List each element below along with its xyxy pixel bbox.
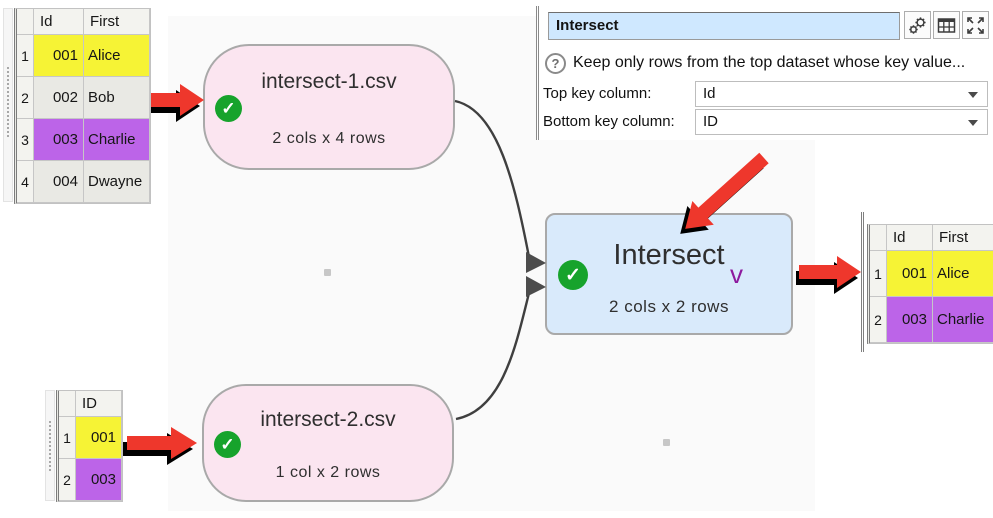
selected-value: Id [703, 85, 716, 102]
table-cell[interactable]: 001 [76, 417, 122, 459]
row-number[interactable]: 2 [59, 459, 76, 501]
column-header[interactable]: Id [34, 9, 84, 35]
table-corner-cell[interactable] [870, 225, 887, 251]
check-ok-icon: ✓ [214, 431, 241, 458]
row-number[interactable]: 4 [17, 161, 34, 203]
table-cell[interactable]: Charlie [933, 297, 993, 343]
help-icon[interactable]: ? [545, 53, 566, 74]
node-intersect-2-csv[interactable]: intersect-2.csv 1 col x 2 rows ✓ [202, 384, 454, 502]
table-cell[interactable]: 001 [34, 35, 84, 77]
left-scrollbar[interactable] [45, 390, 55, 501]
table-cell[interactable]: Bob [84, 77, 150, 119]
output-table-intersect: Id First 1 001 Alice 2 003 Charlie [867, 224, 993, 344]
node-size-label: 2 cols x 4 rows [272, 130, 386, 147]
show-table-button[interactable] [933, 11, 960, 39]
input-table-intersect-1: Id First 1 001 Alice 2 002 Bob 3 003 Cha… [14, 8, 151, 204]
row-number[interactable]: 3 [17, 119, 34, 161]
table-cell[interactable]: 002 [34, 77, 84, 119]
node-title: Intersect [613, 239, 725, 271]
table-cell[interactable]: Dwayne [84, 161, 150, 203]
expand-button[interactable] [962, 11, 989, 39]
bottom-key-column-label: Bottom key column: [543, 113, 675, 130]
gears-icon [909, 16, 926, 34]
check-ok-icon: ✓ [215, 95, 242, 122]
table-corner-cell[interactable] [59, 391, 76, 417]
node-title: intersect-1.csv [261, 70, 397, 93]
bottom-key-column-select[interactable]: ID [695, 109, 988, 135]
column-header[interactable]: First [933, 225, 993, 251]
check-ok-icon: ✓ [558, 260, 588, 290]
chevron-down-icon: v [730, 259, 743, 289]
node-title: intersect-2.csv [260, 408, 396, 431]
row-number[interactable]: 2 [870, 297, 887, 343]
row-number[interactable]: 2 [17, 77, 34, 119]
transform-settings-panel: Intersect [536, 6, 993, 140]
canvas-grid-dot [663, 439, 670, 446]
table-cell[interactable]: 001 [887, 251, 933, 297]
row-number[interactable]: 1 [870, 251, 887, 297]
table-cell[interactable]: Alice [933, 251, 993, 297]
dropdown-arrow-icon [968, 92, 978, 98]
transform-name-input[interactable]: Intersect [548, 12, 900, 40]
node-size-label: 2 cols x 2 rows [609, 297, 729, 316]
row-number[interactable]: 1 [59, 417, 76, 459]
scrollbar-thumb[interactable] [7, 67, 9, 137]
canvas-grid-dot [324, 269, 331, 276]
row-number[interactable]: 1 [17, 35, 34, 77]
settings-button[interactable] [904, 11, 931, 39]
table-cell[interactable]: Charlie [84, 119, 150, 161]
top-key-column-label: Top key column: [543, 85, 652, 102]
transform-description: Keep only rows from the top dataset whos… [573, 54, 966, 71]
table-corner-cell[interactable] [17, 9, 34, 35]
node-size-label: 1 col x 2 rows [275, 464, 381, 481]
top-key-column-select[interactable]: Id [695, 81, 988, 107]
dropdown-arrow-icon [968, 120, 978, 126]
table-cell[interactable]: Alice [84, 35, 150, 77]
left-scrollbar[interactable] [3, 8, 13, 202]
table-icon [937, 17, 956, 33]
pane-splitter[interactable] [861, 212, 864, 352]
table-cell[interactable]: 004 [34, 161, 84, 203]
table-cell[interactable]: 003 [34, 119, 84, 161]
node-intersect-1-csv[interactable]: intersect-1.csv 2 cols x 4 rows ✓ [203, 44, 455, 170]
node-intersect-transform[interactable]: Intersect 2 cols x 2 rows ✓ v [545, 213, 793, 335]
table-cell[interactable]: 003 [76, 459, 122, 501]
column-header[interactable]: Id [887, 225, 933, 251]
scrollbar-thumb[interactable] [49, 421, 51, 471]
expand-icon [967, 16, 984, 34]
selected-value: ID [703, 113, 718, 130]
column-header[interactable]: ID [76, 391, 122, 417]
column-header[interactable]: First [84, 9, 150, 35]
input-table-intersect-2: ID 1 001 2 003 [56, 390, 123, 502]
table-cell[interactable]: 003 [887, 297, 933, 343]
